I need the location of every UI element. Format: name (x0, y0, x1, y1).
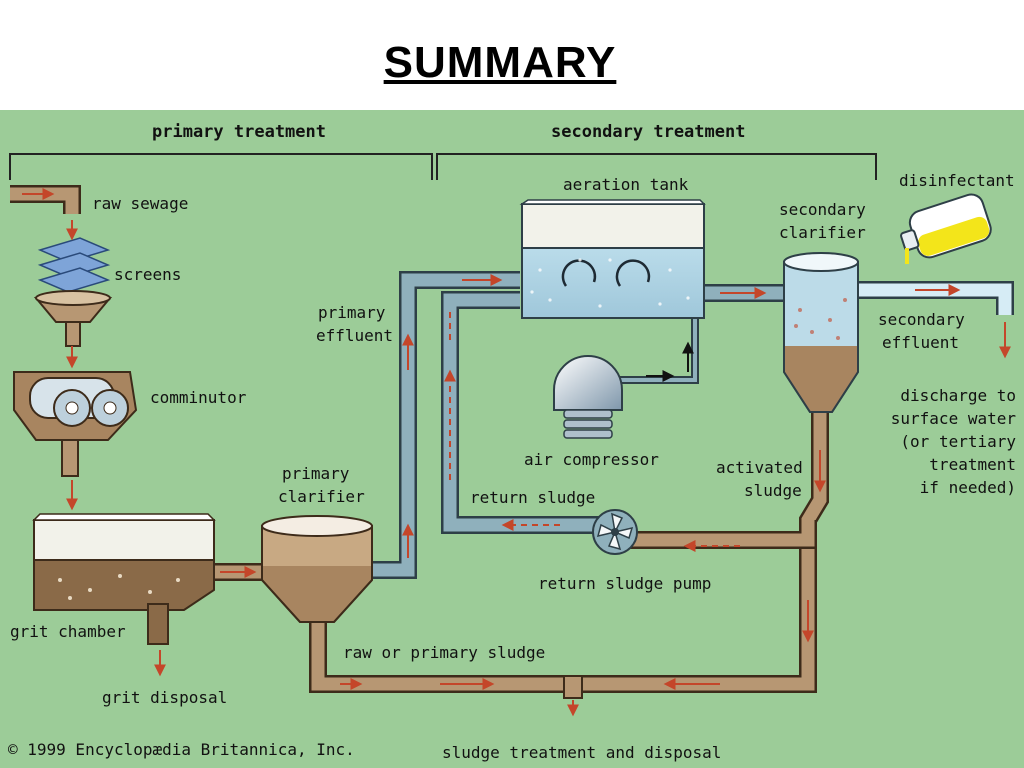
label-discharge-line3: (or tertiary (900, 432, 1016, 451)
copyright-notice: © 1999 Encyclopædia Britannica, Inc. (8, 740, 355, 759)
comminutor-icon (13, 371, 138, 477)
label-secondary-effluent-2: effluent (882, 333, 959, 352)
air-flow-arrows (646, 341, 694, 382)
label-grit-disposal: grit disposal (102, 688, 227, 707)
label-activated-sludge: activated (716, 458, 803, 477)
label-discharge-line4: treatment (929, 455, 1016, 474)
label-air-compressor: air compressor (524, 450, 659, 469)
label-aeration-tank: aeration tank (563, 175, 689, 194)
label-return-sludge: return sludge (470, 488, 595, 507)
label-discharge-line1: discharge to (900, 386, 1016, 405)
slide-title: SUMMARY (383, 38, 617, 87)
label-disinfectant: disinfectant (899, 171, 1015, 190)
label-discharge: discharge to surface water (or tertiary … (891, 386, 1017, 497)
primary-clarifier-icon (261, 515, 373, 623)
secondary-clarifier-icon (783, 252, 859, 413)
label-raw-sewage: raw sewage (92, 194, 188, 213)
label-secondary-clarifier: secondary (779, 200, 866, 219)
primary-treatment-bracket (9, 153, 877, 180)
diagram-background (0, 110, 1024, 768)
label-primary-clarifier: primary (282, 464, 350, 483)
label-raw-primary-sludge: raw or primary sludge (343, 643, 545, 662)
screens-icon (33, 237, 113, 347)
label-discharge-line5: if needed) (920, 478, 1016, 497)
aeration-tank-icon (519, 199, 706, 319)
secondary-treatment-header: secondary treatment (551, 122, 745, 142)
label-screens: screens (114, 265, 181, 284)
primary-treatment-header: primary treatment (152, 122, 326, 142)
label-primary-clarifier-2: clarifier (278, 487, 365, 506)
label-grit-chamber: grit chamber (10, 622, 126, 641)
label-secondary-clarifier-2: clarifier (779, 223, 866, 242)
label-comminutor: comminutor (150, 388, 247, 407)
disinfectant-bottle-icon (900, 193, 992, 264)
flow-arrows (22, 188, 1011, 717)
grit-chamber-icon (32, 513, 216, 645)
air-compressor-icon (553, 355, 623, 439)
wastewater-treatment-diagram: primary treatment secondary treatment (0, 110, 1024, 768)
label-discharge-line2: surface water (891, 409, 1017, 428)
return-sludge-pump-icon (592, 509, 638, 555)
label-sludge-disposal: sludge treatment and disposal (442, 743, 721, 762)
label-primary-effluent: primary (318, 303, 386, 322)
label-activated-sludge-2: sludge (744, 481, 802, 500)
label-primary-effluent-2: effluent (316, 326, 393, 345)
label-secondary-effluent: secondary (878, 310, 965, 329)
label-return-sludge-pump: return sludge pump (538, 574, 711, 593)
